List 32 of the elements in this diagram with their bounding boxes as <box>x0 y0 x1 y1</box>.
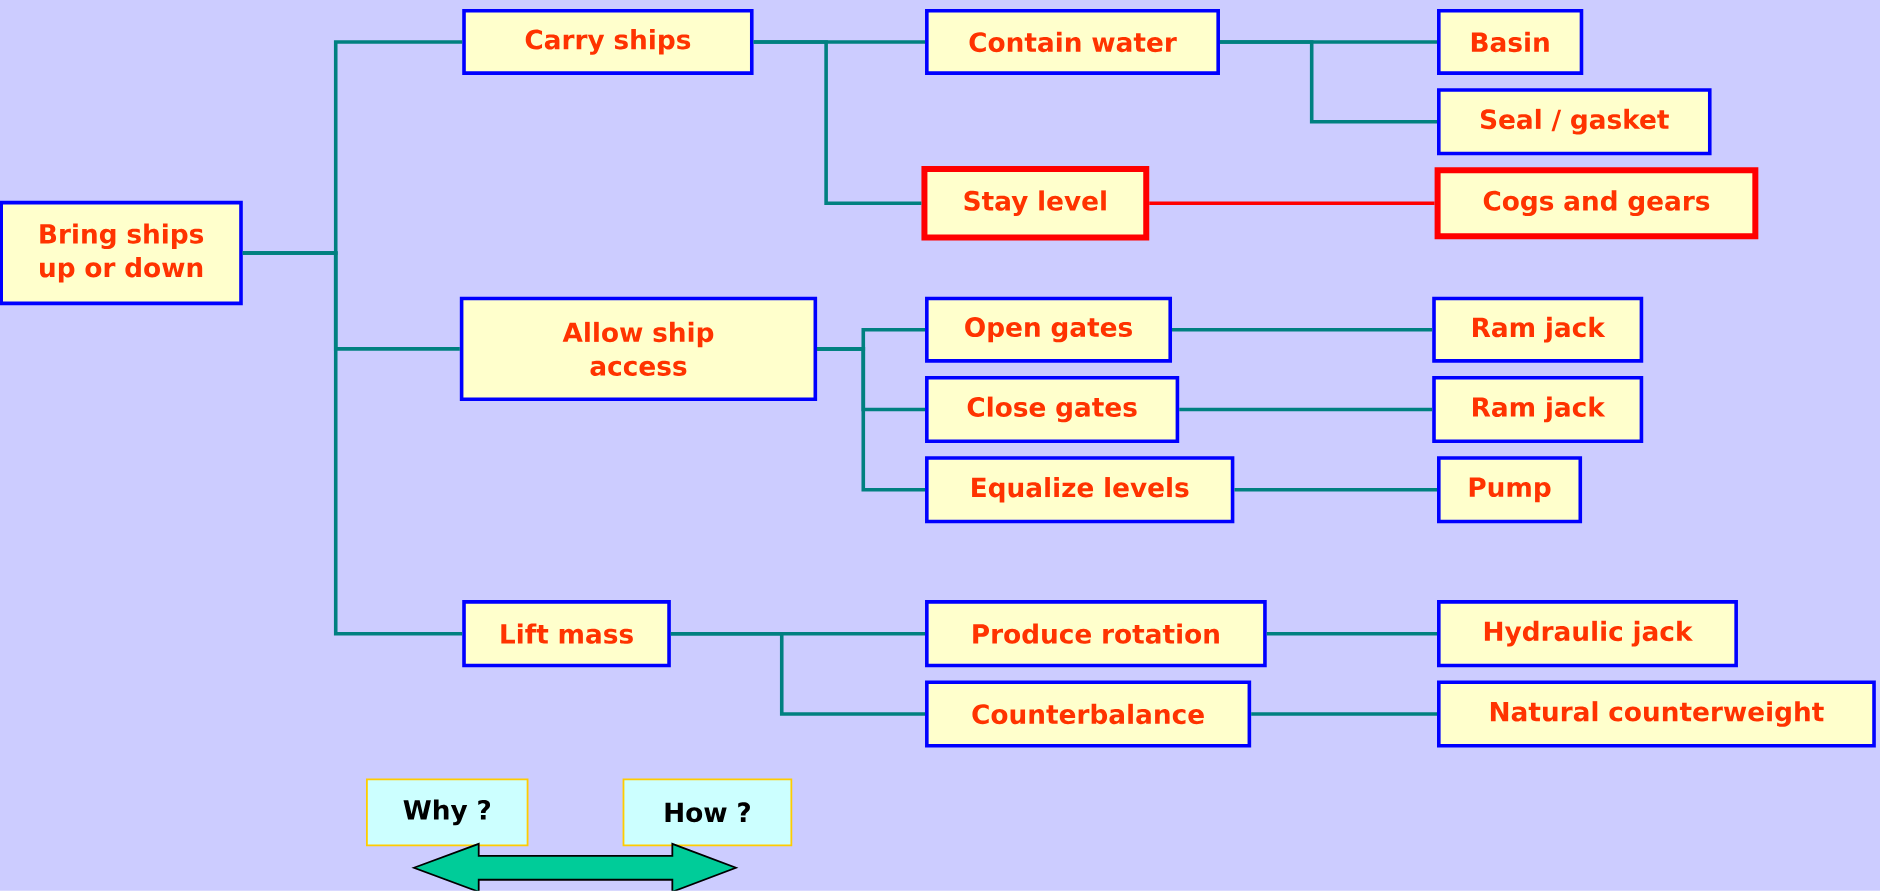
connector-line <box>670 631 926 716</box>
process-box: Open gates <box>925 296 1172 363</box>
process-box: Allow ship access <box>459 296 818 402</box>
process-box: Counterbalance <box>925 680 1252 748</box>
connector-line <box>1179 407 1433 412</box>
tag-box: How ? <box>622 778 793 847</box>
process-box: Produce rotation <box>925 600 1267 668</box>
tag-box: Why ? <box>366 778 529 847</box>
connector-line <box>1234 488 1437 492</box>
connector-line <box>1172 328 1433 332</box>
process-box: Ram jack <box>1432 296 1644 363</box>
process-box: Hydraulic jack <box>1437 600 1738 668</box>
process-box: Carry ships <box>462 9 754 75</box>
process-box: Equalize levels <box>925 456 1235 524</box>
highlighted-box: Stay level <box>921 166 1150 241</box>
connector-line <box>1251 712 1437 716</box>
process-box: Seal / gasket <box>1437 88 1712 156</box>
process-box: Basin <box>1437 9 1584 75</box>
connector-line <box>753 40 922 206</box>
process-box: Contain water <box>925 9 1220 75</box>
process-box: Ram jack <box>1432 375 1644 444</box>
process-box: Close gates <box>925 375 1180 444</box>
process-box: Lift mass <box>462 600 671 668</box>
process-box: Bring ships up or down <box>0 200 243 306</box>
connector-line <box>1220 40 1437 124</box>
highlighted-box: Cogs and gears <box>1434 167 1759 240</box>
process-box: Natural counterweight <box>1437 680 1876 748</box>
connector-line <box>817 347 926 492</box>
connector-line <box>242 251 463 636</box>
process-box: Pump <box>1437 456 1583 524</box>
connector-line <box>1266 631 1437 636</box>
connector-line <box>1149 201 1435 206</box>
